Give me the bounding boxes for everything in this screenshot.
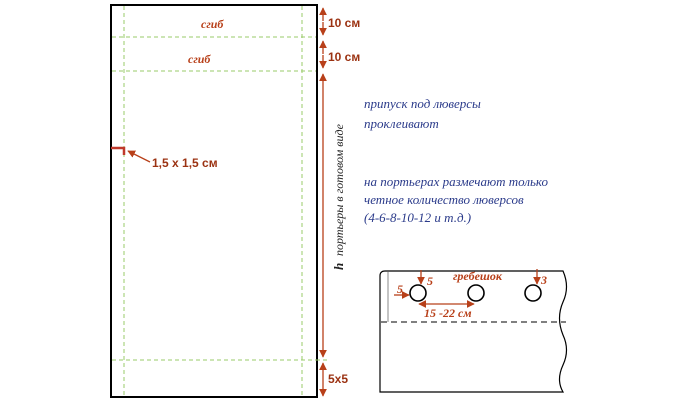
dim-top-1-label: 10 см xyxy=(328,16,360,30)
detail-dim-left: 5 xyxy=(397,282,403,296)
dimension-line: 10 см 10 см 5x5 h портьеры в готовом вид… xyxy=(319,7,360,397)
corner-mark-arrow xyxy=(127,150,151,163)
grommet-1 xyxy=(409,284,427,302)
fold-label-2: сгиб xyxy=(188,52,211,66)
curtain-panel: сгиб сгиб 1,5 x 1,5 см xyxy=(110,4,330,398)
note-line-2: проклеивают xyxy=(364,116,439,131)
fold-label-1: сгиб xyxy=(201,17,224,31)
panel-outline xyxy=(110,4,318,398)
detail-dim-top: 5 xyxy=(427,274,433,288)
height-label: h портьеры в готовом виде xyxy=(331,123,346,270)
detail-dim-right: 3 xyxy=(540,273,547,287)
grommet-2 xyxy=(467,284,485,302)
note-line-5: (4-6-8-10-12 и т.д.) xyxy=(364,210,471,225)
grommet-detail: гребешок 5 5 3 15 -22 см xyxy=(379,269,568,393)
grommet-3 xyxy=(524,284,542,302)
notes: припуск под люверсы проклеивают на порть… xyxy=(364,96,549,225)
dim-bottom-label: 5x5 xyxy=(328,372,348,386)
dim-top-2-label: 10 см xyxy=(328,50,360,64)
corner-mark xyxy=(111,146,126,155)
note-line-3: на портьерах размечают только xyxy=(364,174,549,189)
note-line-1: припуск под люверсы xyxy=(364,96,481,111)
height-prefix: h xyxy=(331,263,346,270)
corner-mark-label: 1,5 x 1,5 см xyxy=(152,156,218,170)
detail-title: гребешок xyxy=(453,269,503,283)
detail-spacing-label: 15 -22 см xyxy=(424,306,472,320)
note-line-4: четное количество люверсов xyxy=(364,192,524,207)
height-text: портьеры в готовом виде xyxy=(332,123,346,256)
